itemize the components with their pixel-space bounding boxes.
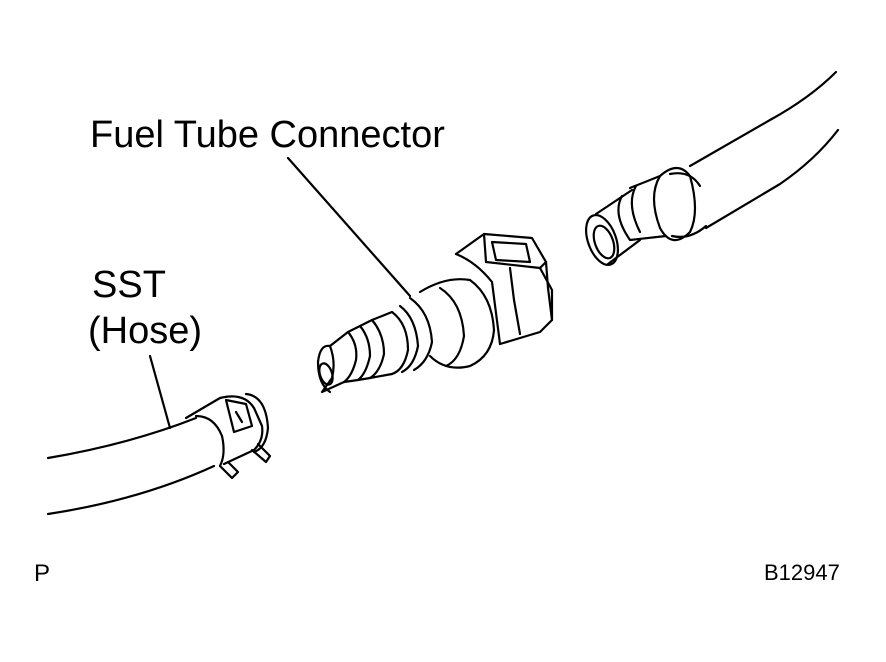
leader-line-sst [148,354,172,430]
sst-hose-label: (Hose) [88,310,203,352]
sst-hose [46,392,272,516]
corner-mark: P [34,560,51,587]
leader-line-fuel-connector [286,156,412,298]
fuel-tube-connector [316,232,554,394]
fuel-pipe [585,70,840,266]
figure-code: B12947 [764,560,840,585]
sst-label: SST [92,264,166,306]
fuel-tube-connector-label: Fuel Tube Connector [90,114,445,156]
